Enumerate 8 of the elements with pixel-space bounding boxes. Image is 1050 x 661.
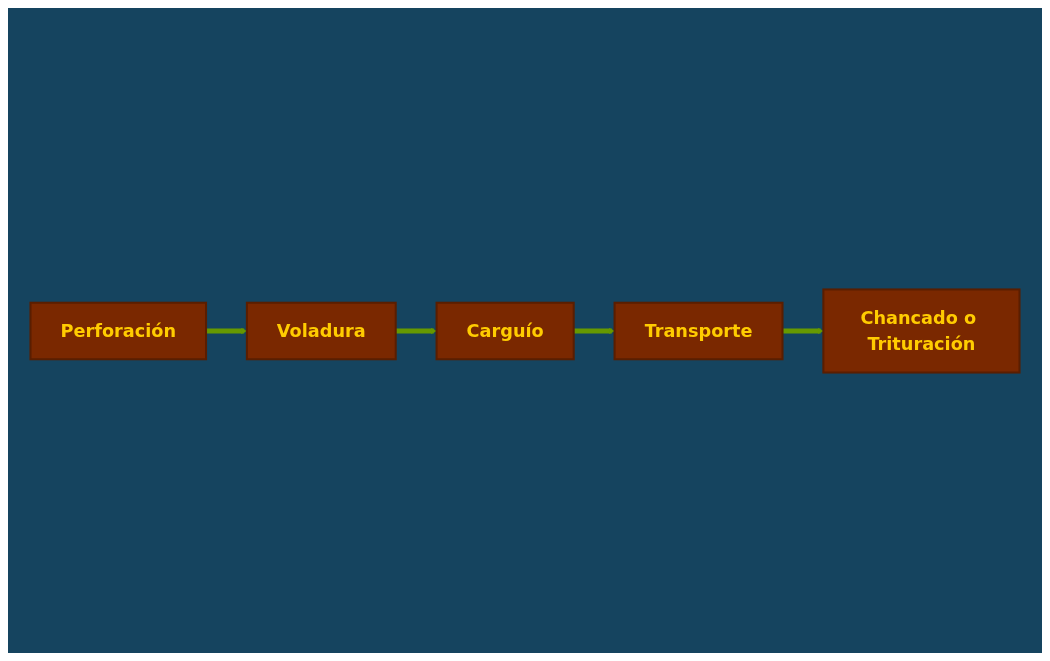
- arrow: [395, 327, 437, 334]
- node-box: Carguío: [435, 301, 575, 360]
- arrow: [782, 327, 824, 334]
- node-box: Perforación: [29, 301, 208, 360]
- arrow: [573, 327, 615, 334]
- node-box: Voladura: [245, 301, 397, 360]
- node-box: Chancado o Trituración: [822, 287, 1021, 374]
- node-box: Transporte: [613, 301, 784, 360]
